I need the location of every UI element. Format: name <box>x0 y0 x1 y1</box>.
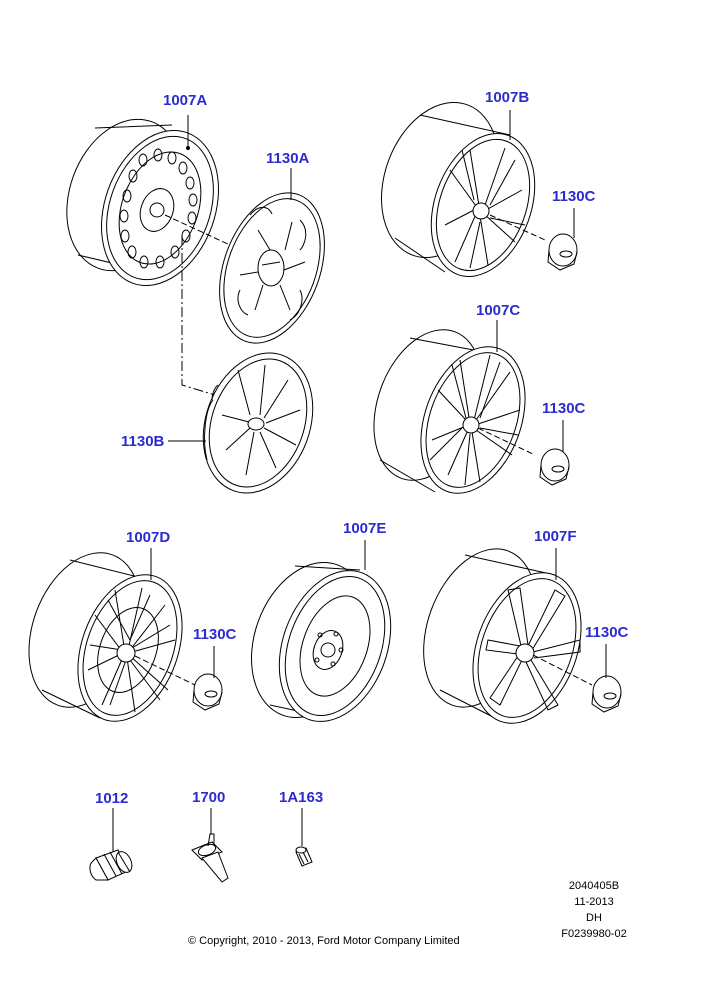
meta-code: DH <box>586 912 602 924</box>
part-label-1a163[interactable]: 1A163 <box>279 789 324 806</box>
meta-figure: F0239980-02 <box>561 928 627 940</box>
part-label-1007c[interactable]: 1007C <box>476 302 521 319</box>
part-label-1012[interactable]: 1012 <box>95 790 129 807</box>
wheel-cover-1130b <box>202 352 314 494</box>
part-label-1130c-2[interactable]: 1130C <box>542 400 586 417</box>
copyright-notice: © Copyright, 2010 - 2013, Ford Motor Com… <box>188 935 460 947</box>
part-label-1007b[interactable]: 1007B <box>485 89 530 106</box>
alloy-wheel-1007b <box>381 102 546 277</box>
part-label-1130c-1[interactable]: 1130C <box>552 188 596 205</box>
center-cap-1130c-2 <box>539 448 570 486</box>
meta-date: 11-2013 <box>574 896 614 908</box>
part-label-1130b[interactable]: 1130B <box>121 433 165 450</box>
wheel-nut-1012 <box>89 849 133 881</box>
part-label-1007d[interactable]: 1007D <box>126 529 171 546</box>
alloy-wheel-1007c <box>373 329 536 494</box>
center-cap-1130c-1 <box>547 233 578 271</box>
part-label-1130c-4[interactable]: 1130C <box>585 624 629 641</box>
part-label-1130c-3[interactable]: 1130C <box>193 626 237 643</box>
spare-wheel-1007e <box>251 562 392 722</box>
valve-cap-1a163 <box>295 846 313 867</box>
dash-chain-line <box>181 235 216 396</box>
wheel-cover-1130a <box>219 192 325 344</box>
leader-dot-1007a <box>186 146 190 150</box>
part-label-1700[interactable]: 1700 <box>192 789 226 806</box>
part-label-1007f[interactable]: 1007F <box>534 528 577 545</box>
tire-valve-1700 <box>191 833 229 883</box>
steel-wheel-1007a <box>66 118 231 286</box>
alloy-wheel-1007f <box>423 548 593 724</box>
meta-ref: 2040405B <box>568 880 620 892</box>
center-cap-1130c-4 <box>591 675 622 713</box>
alloy-wheel-1007d <box>28 552 196 722</box>
steel-wheel-vent-holes <box>119 148 198 269</box>
part-label-1130a[interactable]: 1130A <box>266 150 310 167</box>
part-label-1007e[interactable]: 1007E <box>343 520 387 537</box>
center-cap-1130c-3 <box>192 673 223 711</box>
part-label-1007a[interactable]: 1007A <box>163 92 208 109</box>
